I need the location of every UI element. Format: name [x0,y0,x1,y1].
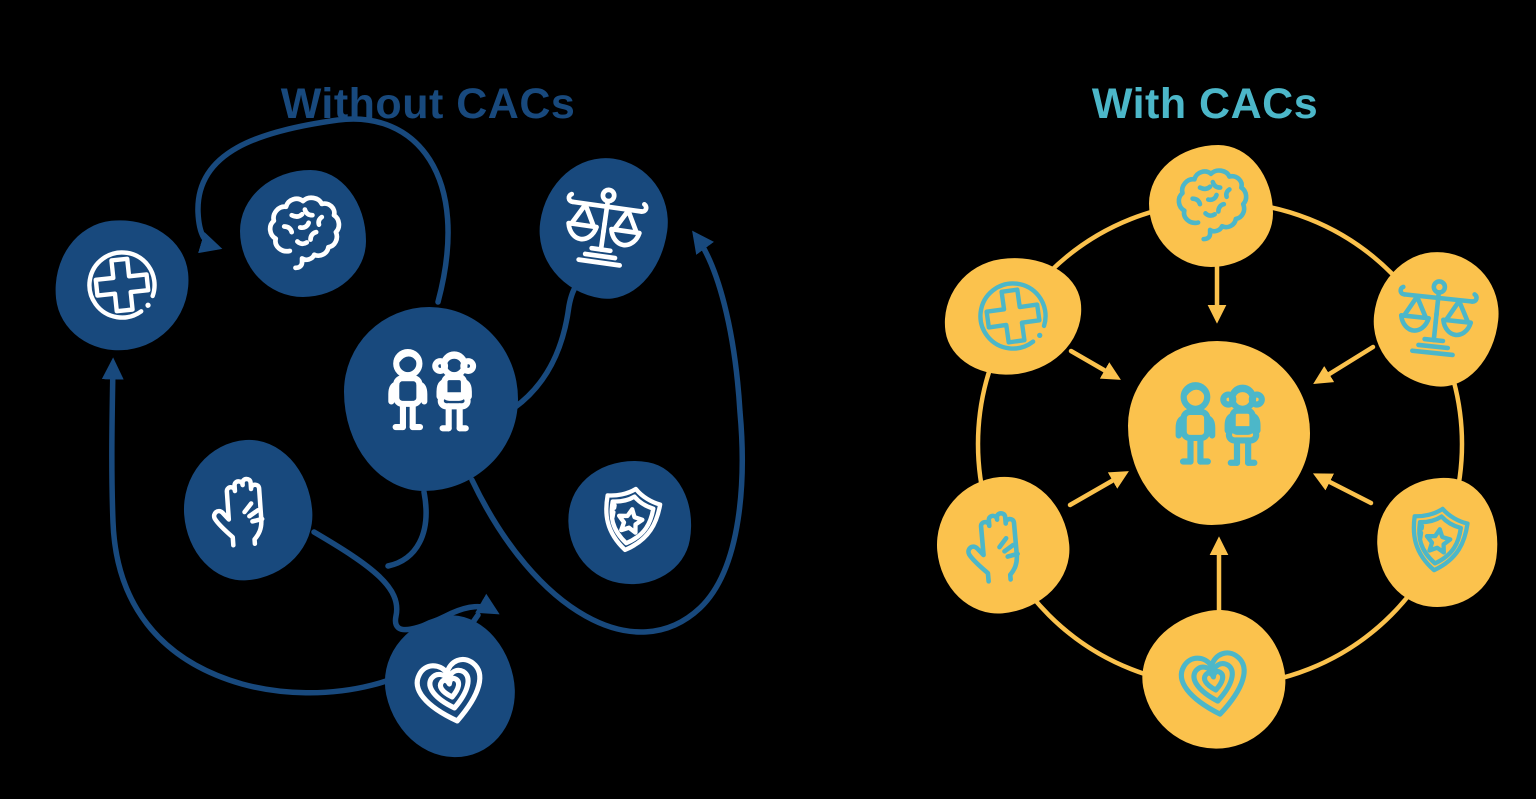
helping-hand-icon [200,462,296,558]
without-advocacy-node [179,435,317,585]
shield-star-icon [580,472,680,572]
shield-star-icon [1389,493,1486,590]
medical-cross-icon [74,237,171,334]
arrow-scales-to-center [1313,344,1376,384]
with-wellbeing-node [1132,599,1296,761]
arrow-to-heart [311,529,500,633]
brain-icon [1165,160,1257,252]
right-diagram-title: With CACs [1091,80,1319,128]
with-justice-node [1367,245,1505,393]
without-children-node [344,307,518,491]
nested-hearts-icon [1155,621,1273,739]
without-law-enforcement-node [558,450,702,594]
nested-hearts-icon [390,627,511,748]
with-mental-health-node [1149,145,1273,267]
arrow-shield-to-center [1312,473,1374,506]
helping-hand-icon [953,495,1053,595]
connector-center-scales [511,280,581,411]
with-law-enforcement-node [1368,469,1507,615]
scales-of-justice-icon [550,175,656,281]
arrow-medical-to-center [1068,348,1121,380]
connector-center-bottom [385,489,429,569]
left-diagram-title: Without CACs [280,80,576,128]
without-mental-health-node [240,170,366,297]
without-medical-node [48,213,196,357]
brain-icon [256,187,350,281]
without-wellbeing-node [372,604,528,770]
with-children-node [1128,341,1310,525]
without-justice-node [530,149,677,307]
with-advocacy-node [931,471,1075,619]
with-medical-node [936,248,1090,384]
medical-cross-icon [963,266,1062,365]
scales-of-justice-icon [1385,268,1486,369]
children-icon [1157,371,1281,495]
children-icon [370,338,492,460]
arrow-hand-to-center [1067,471,1129,508]
